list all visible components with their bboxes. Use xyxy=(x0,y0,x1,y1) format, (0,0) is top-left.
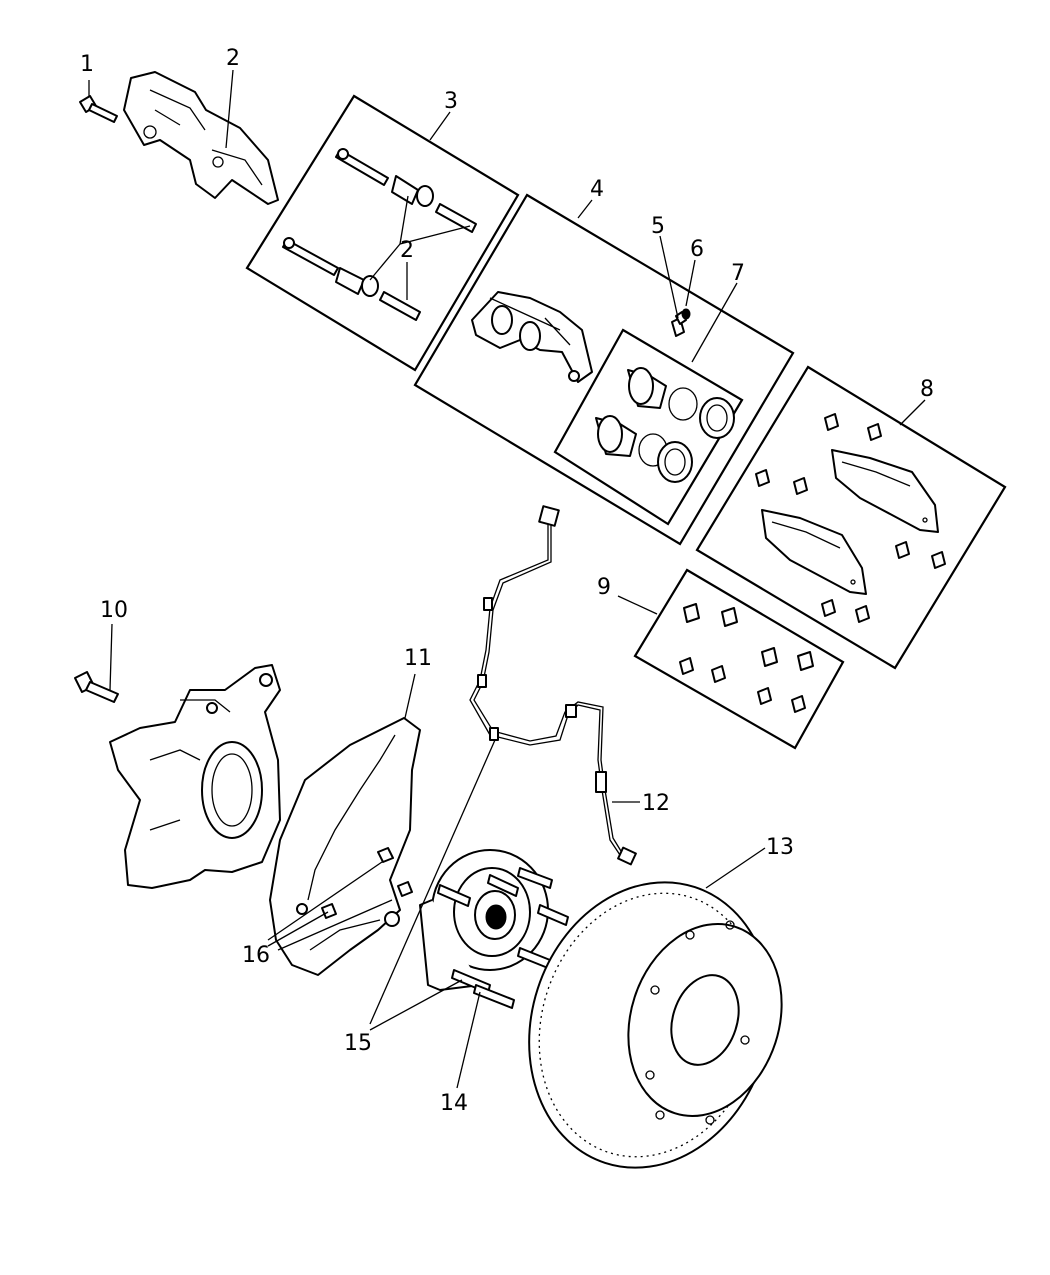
callout-4: 4 xyxy=(590,177,604,202)
kit-box-9 xyxy=(633,568,845,750)
pad-clip-kit xyxy=(679,603,814,713)
callout-15: 15 xyxy=(344,1031,372,1056)
wheel-studs xyxy=(437,867,569,1009)
callout-7: 7 xyxy=(731,261,745,286)
kit-box-4 xyxy=(413,193,795,546)
callout-12: 12 xyxy=(642,791,670,816)
piston-seal-kit xyxy=(595,367,735,483)
callout-5: 5 xyxy=(651,214,665,239)
bolt-part-1 xyxy=(79,95,118,123)
kit-box-3 xyxy=(245,94,520,372)
guide-pin-kit xyxy=(282,148,477,321)
brake-pads xyxy=(755,413,946,623)
kit-box-7 xyxy=(553,328,744,526)
callout-13: 13 xyxy=(766,835,794,860)
callout-2: 2 xyxy=(400,238,414,263)
callout-11: 11 xyxy=(404,646,432,671)
callout-9: 9 xyxy=(597,575,611,600)
caliper-bracket xyxy=(123,71,279,205)
steering-knuckle xyxy=(109,664,281,889)
shield-bolts xyxy=(296,847,413,919)
callout-10: 10 xyxy=(100,598,128,623)
kit-box-8 xyxy=(695,365,1007,670)
leader-lines xyxy=(88,69,926,1089)
splash-shield xyxy=(269,717,421,976)
callout-labels: 1 2 2 3 4 5 6 7 8 9 10 11 12 13 14 15 16 xyxy=(80,46,934,1116)
callout-16: 16 xyxy=(242,943,270,968)
callout-3: 3 xyxy=(444,89,458,114)
brake-caliper xyxy=(471,291,593,383)
callout-2: 2 xyxy=(226,46,240,71)
bolt-part-10 xyxy=(74,671,119,703)
bleeder-cap xyxy=(681,308,691,320)
callout-8: 8 xyxy=(920,377,934,402)
hub-bearing xyxy=(419,849,569,1009)
callout-14: 14 xyxy=(440,1091,468,1116)
callout-1: 1 xyxy=(80,52,94,77)
brake-rotor xyxy=(528,881,783,1169)
callout-6: 6 xyxy=(690,237,704,262)
wheel-speed-sensor xyxy=(469,505,637,866)
